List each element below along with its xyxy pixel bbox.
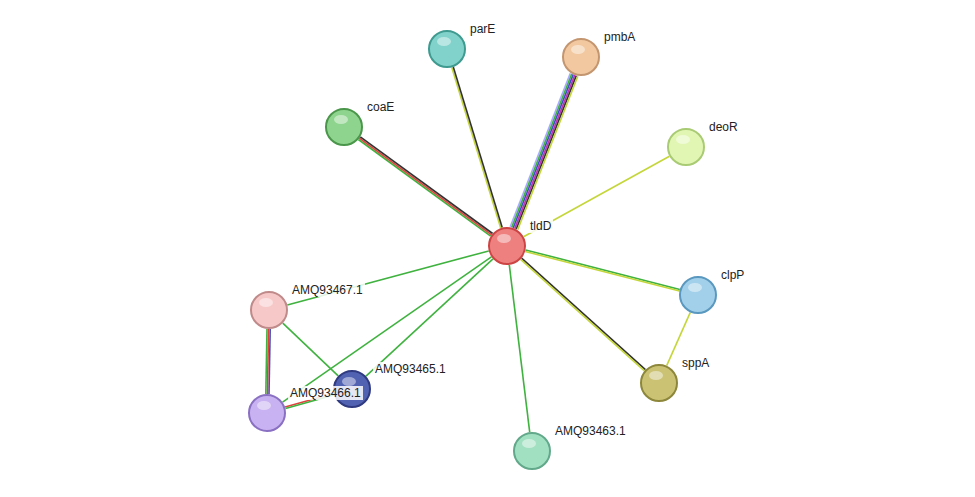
interaction-edge (366, 259, 493, 376)
evidence-line (287, 251, 488, 305)
node-label: AMQ93465.1 (373, 362, 448, 376)
node-gloss (497, 234, 511, 243)
protein-node: AMQ93467.1 (250, 291, 288, 329)
node-label: AMQ93466.1 (288, 386, 363, 400)
interaction-edge (521, 258, 646, 371)
protein-node: deoR (667, 128, 705, 166)
protein-node: clpP (679, 276, 717, 314)
evidence-line (452, 67, 501, 228)
protein-node: AMQ93463.1 (513, 432, 551, 470)
evidence-line (366, 259, 493, 376)
evidence-line (283, 323, 338, 376)
evidence-line (515, 75, 575, 229)
interaction-edge (524, 156, 670, 237)
interaction-edge (283, 323, 338, 376)
interaction-edge (509, 265, 529, 432)
evidence-line (360, 137, 492, 234)
evidence-line (516, 76, 576, 230)
protein-node: sppA (640, 364, 678, 402)
node-gloss (676, 135, 690, 144)
node-label: AMQ93463.1 (553, 424, 628, 438)
node-label: parE (468, 22, 497, 36)
node-label: deoR (707, 120, 740, 134)
node-label: AMQ93467.1 (290, 283, 365, 297)
interaction-edge (266, 329, 270, 394)
protein-node: parE (428, 30, 466, 68)
protein-node: tldD (488, 227, 526, 265)
evidence-line (510, 73, 570, 227)
node-gloss (437, 37, 451, 46)
interaction-edge (452, 67, 502, 228)
node-gloss (259, 298, 273, 307)
node-gloss (649, 371, 663, 380)
evidence-line (521, 259, 645, 371)
node-label: tldD (528, 219, 553, 233)
node-label: pmbA (602, 30, 637, 44)
node-label: clpP (719, 268, 746, 282)
interaction-edge (287, 251, 488, 305)
protein-node: coaE (325, 108, 363, 146)
node-gloss (257, 401, 271, 410)
evidence-line (453, 67, 502, 228)
evidence-line (512, 74, 572, 228)
evidence-line (524, 156, 670, 237)
protein-node: AMQ93466.1 (248, 394, 286, 432)
node-gloss (342, 377, 356, 386)
evidence-line (513, 74, 573, 228)
evidence-line (283, 257, 492, 402)
evidence-line (509, 265, 529, 432)
evidence-line (522, 258, 646, 370)
node-label: sppA (680, 356, 711, 370)
node-gloss (334, 115, 348, 124)
node-gloss (571, 45, 585, 54)
protein-node: pmbA (562, 38, 600, 76)
node-gloss (688, 283, 702, 292)
interaction-edge (358, 137, 492, 236)
evidence-line (266, 329, 267, 394)
node-gloss (522, 439, 536, 448)
evidence-line (518, 76, 578, 230)
interaction-edge (283, 257, 492, 402)
node-label: coaE (365, 100, 396, 114)
interaction-edge (510, 73, 578, 230)
evidence-line (359, 138, 491, 235)
evidence-line (358, 140, 490, 237)
